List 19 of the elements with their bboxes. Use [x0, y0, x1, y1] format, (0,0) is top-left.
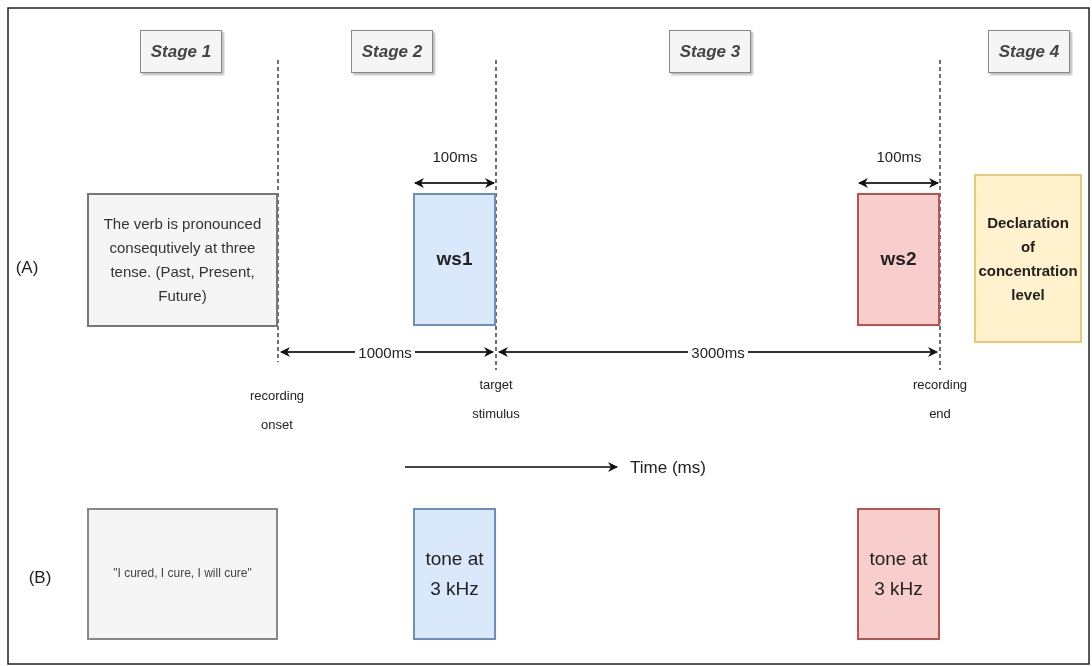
stimulus-box: ws2: [857, 193, 940, 326]
stimulus-box: ws1: [413, 193, 496, 326]
stage-label: Stage 1: [140, 30, 222, 73]
row-label: (A): [14, 257, 40, 279]
text-box: Declaration of concentration level: [974, 174, 1082, 343]
text-box: The verb is pronounced consequtively at three tense. (Past, Present, Future): [87, 193, 278, 327]
time-point-label: recording onset: [248, 387, 306, 434]
axis-label: Time (ms): [629, 457, 707, 479]
time-point-label: target stimulus: [471, 376, 521, 423]
stage-label: Stage 3: [669, 30, 751, 73]
stage-label: Stage 4: [988, 30, 1070, 73]
row-label: (B): [27, 567, 53, 589]
stimulus-box: tone at 3 kHz: [413, 508, 496, 640]
stage-label: Stage 2: [351, 30, 433, 73]
stimulus-box: tone at 3 kHz: [857, 508, 940, 640]
text-box: "I cured, I cure, I will cure": [87, 508, 278, 640]
duration-label: 100ms: [431, 147, 479, 167]
duration-label: 100ms: [875, 147, 923, 167]
time-point-label: recording end: [911, 376, 969, 423]
